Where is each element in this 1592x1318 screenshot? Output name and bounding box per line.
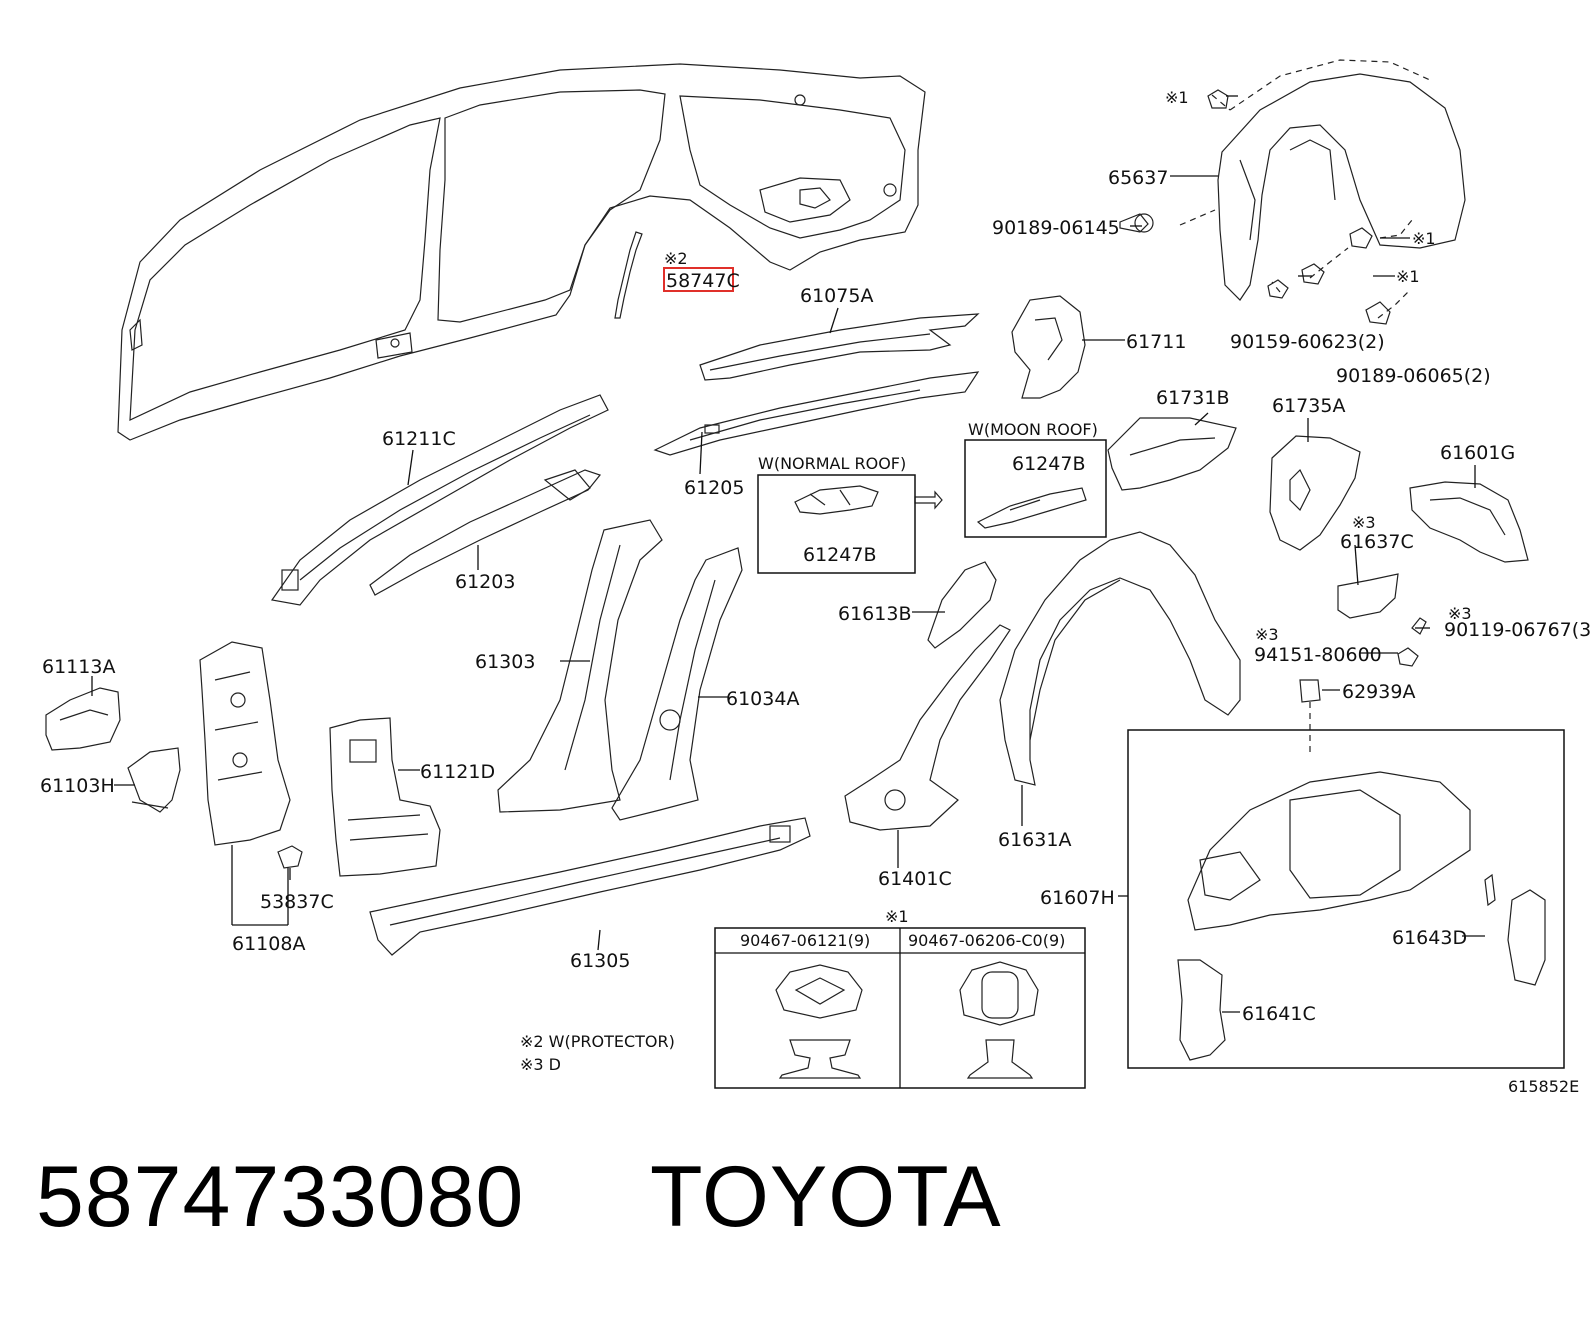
label-90189-06145[interactable]: 90189-06145 <box>992 217 1120 239</box>
bolt-icons <box>1397 617 1427 667</box>
part-61641c-drawing <box>1177 959 1226 1061</box>
note-d: ※3 D <box>520 1055 561 1074</box>
label-61641c[interactable]: 61641C <box>1242 1003 1316 1025</box>
fastener-table-col1[interactable]: 90467-06121(9) <box>740 931 870 950</box>
box-moon-roof <box>964 439 1107 538</box>
part-61121d-drawing <box>329 717 441 877</box>
part-61305-drawing <box>369 817 811 956</box>
label-61631a[interactable]: 61631A <box>998 829 1071 851</box>
part-65637-drawing <box>1179 59 1466 319</box>
part-62939a-drawing <box>1299 679 1321 703</box>
part-61203-drawing <box>369 469 602 596</box>
box-normal-roof <box>757 474 916 574</box>
label-61303[interactable]: 61303 <box>475 651 535 673</box>
part-61108a-drawing <box>199 641 291 846</box>
label-61247b-moon[interactable]: 61247B <box>1012 453 1085 475</box>
label-90189-06065[interactable]: 90189-06065(2) <box>1336 365 1491 387</box>
label-61247b-normal[interactable]: 61247B <box>803 544 876 566</box>
label-90159-60623[interactable]: 90159-60623(2) <box>1230 331 1385 353</box>
part-61731b-drawing <box>1107 417 1237 491</box>
label-61113a[interactable]: 61113A <box>42 656 115 678</box>
fastener-table <box>714 927 1086 1089</box>
label-61121d[interactable]: 61121D <box>420 761 495 783</box>
part-number-caption: 5874733080 <box>36 1149 525 1245</box>
mark-note2-58747c: ※2 <box>664 249 688 268</box>
label-61607h[interactable]: 61607H <box>1040 887 1115 909</box>
part-61637c-drawing <box>1337 573 1399 619</box>
label-61205[interactable]: 61205 <box>684 477 744 499</box>
part-61113a-drawing <box>45 687 121 751</box>
part-61643d-drawing <box>1484 873 1546 986</box>
part-53837c-drawing <box>277 845 303 869</box>
leader-lines <box>91 95 1485 1013</box>
label-61305[interactable]: 61305 <box>570 950 630 972</box>
mark1-right: ※1 <box>1412 229 1436 248</box>
part-61401c-drawing <box>844 624 1011 831</box>
highlight-box-58747c <box>663 267 734 292</box>
label-62939a[interactable]: 62939A <box>1342 681 1415 703</box>
part-61735a-drawing <box>1269 435 1361 551</box>
mark3-61637c: ※3 <box>1352 513 1376 532</box>
mark1-top: ※1 <box>1165 88 1189 107</box>
mark1-mid: ※1 <box>1396 267 1420 286</box>
part-61303-drawing <box>497 519 663 813</box>
label-61034a[interactable]: 61034A <box>726 688 799 710</box>
label-58747c[interactable]: 58747C <box>666 270 740 292</box>
part-61601g-drawing <box>1409 481 1529 563</box>
part-61205-drawing <box>653 371 980 456</box>
diagram-code: 615852E <box>1508 1077 1579 1096</box>
part-61103h-drawing <box>127 747 181 813</box>
label-61401c[interactable]: 61401C <box>878 868 952 890</box>
label-90119-06767[interactable]: 90119-06767(3) <box>1444 619 1592 641</box>
label-61643d[interactable]: 61643D <box>1392 927 1467 949</box>
part-58747c-drawing <box>614 231 643 319</box>
roof-arrow <box>914 490 943 510</box>
part-61247b-normal-drawing <box>794 485 879 515</box>
label-w-moon-roof: W(MOON ROOF) <box>968 420 1098 439</box>
part-61211c-drawing <box>270 394 609 606</box>
mark3-94151: ※3 <box>1255 625 1279 644</box>
label-53837c[interactable]: 53837C <box>260 891 334 913</box>
clip-icons-65637 <box>1119 89 1391 325</box>
label-w-normal-roof: W(NORMAL ROOF) <box>758 454 906 473</box>
label-61203[interactable]: 61203 <box>455 571 515 593</box>
part-61607h-drawing <box>1187 771 1471 931</box>
brand-caption: TOYOTA <box>650 1149 1002 1245</box>
fastener-table-col2[interactable]: 90467-06206-C0(9) <box>908 931 1065 950</box>
label-61735a[interactable]: 61735A <box>1272 395 1345 417</box>
part-61711-drawing <box>1011 295 1086 399</box>
label-65637[interactable]: 65637 <box>1108 167 1168 189</box>
label-61075a[interactable]: 61075A <box>800 285 873 307</box>
label-61601g[interactable]: 61601G <box>1440 442 1515 464</box>
fastener-table-marker: ※1 <box>885 907 909 926</box>
part-61075a-drawing <box>699 313 980 381</box>
label-94151-80600[interactable]: 94151-80600 <box>1254 644 1382 666</box>
part-61631a-drawing <box>999 531 1241 786</box>
label-61103h[interactable]: 61103H <box>40 775 115 797</box>
box-61607h-group <box>1127 729 1565 1069</box>
part-61247b-moon-drawing <box>976 487 1087 529</box>
part-61613b-drawing <box>927 561 997 649</box>
label-61211c[interactable]: 61211C <box>382 428 456 450</box>
part-61034a-drawing <box>611 547 743 821</box>
note-protector: ※2 W(PROTECTOR) <box>520 1032 675 1051</box>
mark3-90119: ※3 <box>1448 604 1472 623</box>
label-61711[interactable]: 61711 <box>1126 331 1186 353</box>
label-61731b[interactable]: 61731B <box>1156 387 1229 409</box>
label-61108a[interactable]: 61108A <box>232 933 305 955</box>
label-61637c[interactable]: 61637C <box>1340 531 1414 553</box>
label-61613b[interactable]: 61613B <box>838 603 911 625</box>
body-side-outer-panel <box>117 63 926 441</box>
